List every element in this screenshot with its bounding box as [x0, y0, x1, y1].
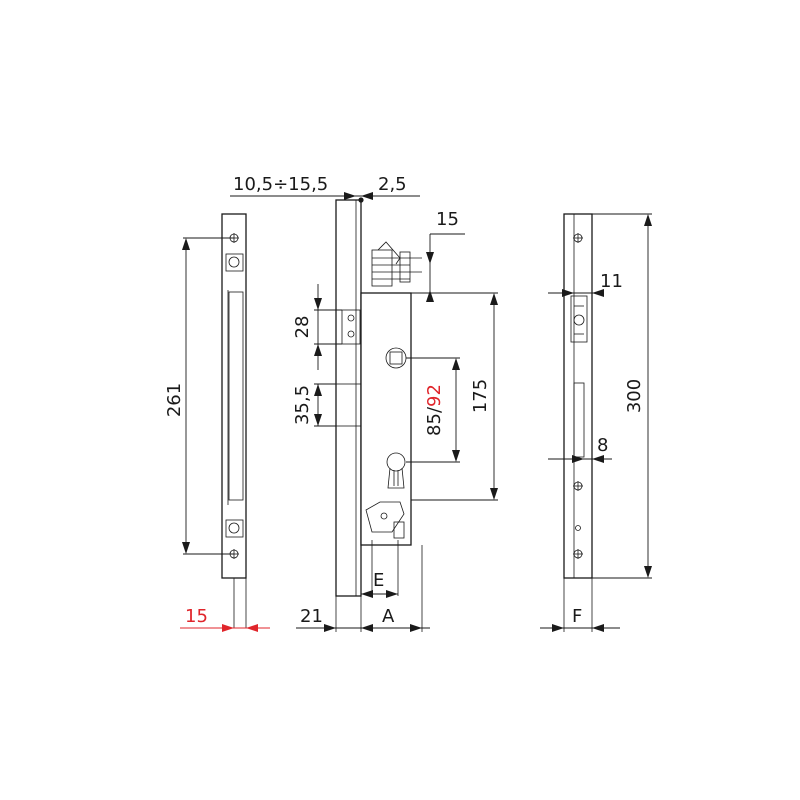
screw-icon: [573, 481, 583, 491]
faceplate-thickness-label: 2,5: [378, 174, 407, 195]
top-offset-label: 15: [436, 209, 459, 230]
cylinder-hole-icon: [386, 452, 406, 489]
lock-body-view: 10,5÷15,5 2,5 15 28 35,5 85/92: [230, 174, 498, 632]
dim-21-label: 21: [300, 606, 323, 627]
faceplate-length-label: 300: [624, 379, 645, 413]
lock-case: [360, 292, 412, 546]
center-distance-label: 85/92: [424, 384, 445, 436]
keeper-slot: [228, 291, 244, 501]
front-faceplate: [563, 213, 593, 579]
screw-icon: [573, 549, 583, 559]
keeper-plate: [221, 213, 247, 579]
faceplate-offset-label: 11: [600, 271, 623, 292]
backset-range-label: 10,5÷15,5: [233, 174, 328, 195]
keeper-height-label: 261: [164, 383, 185, 417]
latch-height-label: 28: [292, 316, 313, 339]
keeper-plate-view: 261 15: [164, 213, 270, 632]
lock-faceplate: [335, 199, 362, 597]
faceplate-front-view: 11 8 300 F: [540, 213, 652, 632]
dim-f-label: F: [572, 606, 582, 627]
dim-a-label: A: [382, 606, 395, 627]
faceplate-gap-label: 8: [597, 435, 608, 456]
handle-to-top-label: 175: [470, 379, 491, 413]
dim-e-label: E: [373, 570, 384, 591]
keeper-width-label: 15: [185, 606, 208, 627]
bolt-height-label: 35,5: [292, 385, 313, 425]
screw-icon: [573, 233, 583, 243]
